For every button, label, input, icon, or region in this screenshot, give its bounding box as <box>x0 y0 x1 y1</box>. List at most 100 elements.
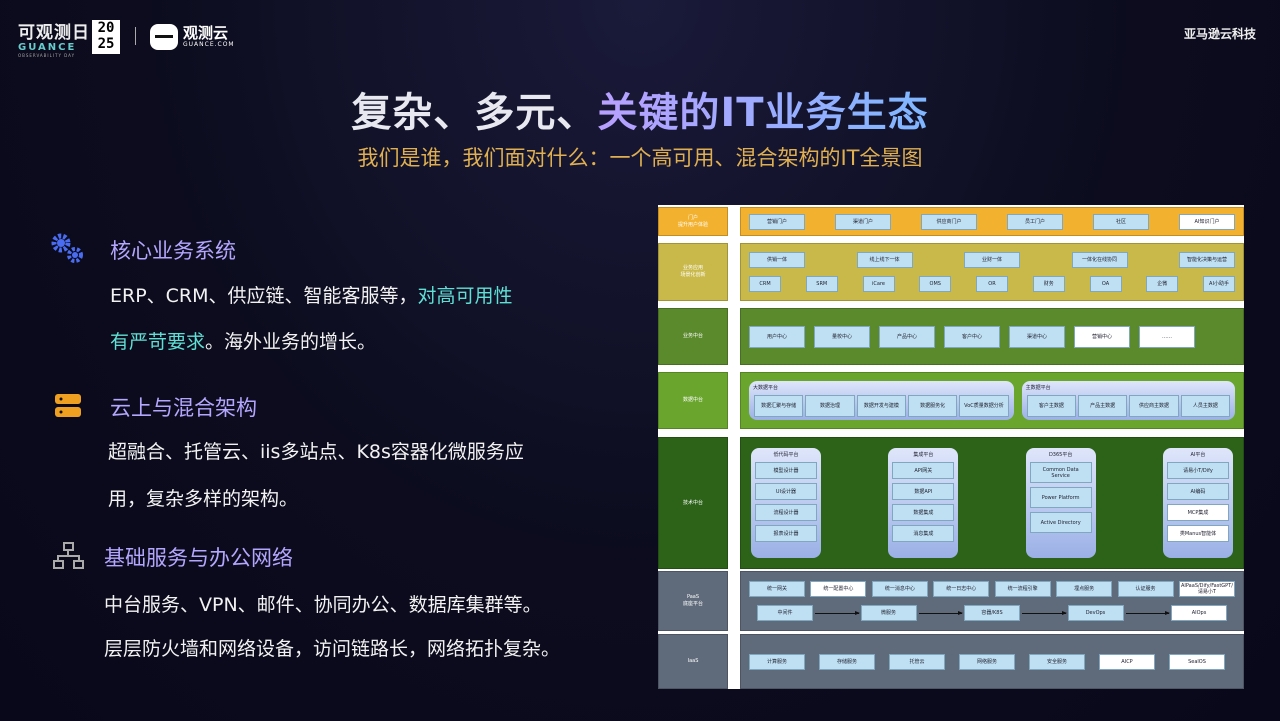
diagram-box: OR <box>976 276 1008 292</box>
diagram-box: 中间件 <box>757 605 813 622</box>
event-logo-text: 可观测日 <box>18 23 90 43</box>
diagram-box: 产品中心 <box>879 325 935 348</box>
diagram-box: 员工门户 <box>1007 213 1063 230</box>
diagram-box: 统一日志中心 <box>933 580 990 597</box>
brand-domain: GUANCE.COM <box>183 41 235 48</box>
diagram-box: 网络服务 <box>959 653 1015 670</box>
diagram-box: OMS <box>919 276 952 292</box>
diagram-box: 数据治理 <box>805 395 855 417</box>
diagram-box: 认证服务 <box>1117 580 1174 597</box>
page-subtitle: 我们是谁，我们面对什么：一个高可用、混合架构的IT全景图 <box>357 146 923 170</box>
diagram-box: 数据API <box>892 483 955 500</box>
platform-title: 大数据平台 <box>753 385 779 391</box>
page-title: 复杂、多元、关键的IT业务生态 <box>0 80 1280 138</box>
layer-label: 数据中台 <box>658 372 728 429</box>
diagram-box: API网关 <box>892 462 955 479</box>
layer-label: 技术中台 <box>658 437 728 569</box>
diagram-box: 量校中心 <box>814 325 870 348</box>
diagram-box: …… <box>1139 325 1195 348</box>
diagram-box: 线上线下一体 <box>856 252 913 268</box>
section-text: ERP、CRM、供应链、智能客服等， <box>110 285 418 307</box>
diagram-box: 供应商门户 <box>921 213 977 230</box>
layer-label: PaaS 底座平台 <box>658 571 728 631</box>
platform-title: 低代码平台 <box>773 452 799 458</box>
diagram-box: 统一网关 <box>749 580 805 597</box>
layer-label: IaaS <box>658 634 728 689</box>
layer-label: 业务应用 场景化创新 <box>658 243 728 301</box>
diagram-box: 埋点服务 <box>1056 580 1113 597</box>
title-part1: 复杂、多元、 <box>351 90 598 136</box>
box-row: 供销一体线上线下一体业财一体一体化在线协同智能化决策与运营 <box>749 252 1235 268</box>
section-text: 中台服务、VPN、邮件、协同办公、数据库集群等。 <box>104 594 542 616</box>
diagram-box: 产品主数据 <box>1078 395 1128 417</box>
diagram-box: iCare <box>862 276 895 292</box>
diagram-box: SealOS <box>1169 653 1225 670</box>
diagram-box: 托管云 <box>889 653 945 670</box>
platform-title: 集成平台 <box>913 452 934 458</box>
diagram-box: 业财一体 <box>964 252 1020 268</box>
diagram-box: 客户主数据 <box>1026 395 1076 417</box>
diagram-box: 财务 <box>1032 276 1065 292</box>
platform-title: D365平台 <box>1048 452 1073 458</box>
diagram-box: 统一流程引擎 <box>994 580 1051 597</box>
diagram-box: 微服务 <box>860 605 917 622</box>
diagram-box: AI编码 <box>1166 483 1229 500</box>
diagram-box: 数据开发与建模 <box>856 395 906 417</box>
event-logo: 可观测日 GUANCE OBSERVABILITY DAY <box>18 18 118 58</box>
section-text: 超融合、托管云、iis多站点、K8s容器化微服务应 <box>108 441 524 463</box>
section-text: 层层防火墙和网络设备，访问链路长，网络拓扑复杂。 <box>104 638 561 660</box>
layer-content: 用户中心量校中心产品中心客户中心渠道中心营销中心…… <box>740 308 1244 365</box>
section-highlight: 对高可用性 <box>417 285 513 307</box>
platform-title: 主数据平台 <box>1025 385 1051 391</box>
diagram-box: CRM <box>749 276 781 292</box>
year-bottom: 25 <box>97 36 115 52</box>
diagram-box: Power Platform <box>1029 487 1092 508</box>
diagram-box: 智能化决策与运营 <box>1179 252 1235 268</box>
diagram-box: 数据集成 <box>892 504 955 521</box>
year-top: 20 <box>97 20 115 36</box>
gears-icon <box>51 233 83 263</box>
brand-name: 观测云 <box>183 24 229 42</box>
diagram-box: VoC质量数据分析 <box>959 395 1009 417</box>
diagram-box: 供应商主数据 <box>1129 395 1179 417</box>
diagram-box: AI小助手 <box>1203 276 1235 292</box>
diagram-box: 计算服务 <box>749 653 805 670</box>
diagram-box: SRM <box>805 276 838 292</box>
diagram-box: UI设计器 <box>755 483 817 500</box>
section-title-cloud: 云上与混合架构 <box>110 396 257 420</box>
event-logo-brand: GUANCE <box>18 42 77 53</box>
diagram-box: 统一配置中心 <box>810 580 867 597</box>
diagram-box: MCP集成 <box>1166 504 1229 521</box>
flow-arrow <box>918 610 963 615</box>
diagram-box: 渠道门户 <box>835 213 891 230</box>
layer-label: 业务中台 <box>658 308 728 365</box>
diagram-box: 用户中心 <box>749 325 805 348</box>
diagram-box: 一体化在线协同 <box>1071 252 1128 268</box>
section-title-network: 基础服务与办公网络 <box>104 546 293 570</box>
section-text: 。海外业务的增长。 <box>205 331 377 353</box>
diagram-box: 客户中心 <box>944 325 1000 348</box>
diagram-box: OA <box>1089 276 1122 292</box>
diagram-box: 数据汇聚与存储 <box>754 395 804 417</box>
diagram-box: 营销门户 <box>749 213 805 230</box>
